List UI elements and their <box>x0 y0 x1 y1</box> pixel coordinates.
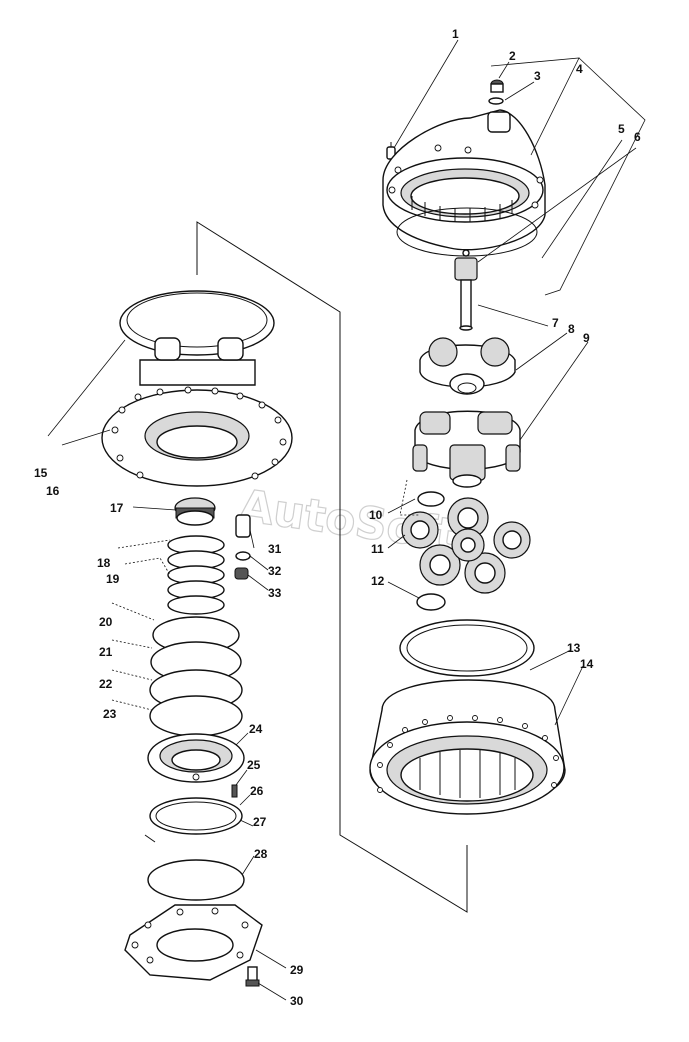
label-33: 33 <box>268 586 282 600</box>
label-24: 24 <box>249 722 263 736</box>
part-26-27-snap-ring <box>144 797 243 843</box>
label-1: 1 <box>452 27 459 41</box>
assembly-frame <box>196 221 468 913</box>
part-6-ball <box>462 249 470 257</box>
part-2-plug <box>490 79 504 93</box>
label-19: 19 <box>106 572 120 586</box>
part-31-pin <box>235 514 251 538</box>
part-30-bolt <box>245 966 260 987</box>
label-8: 8 <box>568 322 575 336</box>
label-11: 11 <box>371 542 384 556</box>
part-28-ring <box>147 859 245 901</box>
part-number-labels: 1 2 3 4 5 6 7 8 9 10 11 12 13 14 15 16 1… <box>34 27 641 1008</box>
label-29: 29 <box>290 963 304 977</box>
label-25: 25 <box>247 758 261 772</box>
part-18-19-spring-stack <box>167 535 225 615</box>
part-11-planet-gears <box>401 497 531 594</box>
label-27: 27 <box>253 815 267 829</box>
part-14-housing <box>369 679 566 815</box>
part-25-pin <box>231 784 238 798</box>
label-10: 10 <box>369 508 383 522</box>
label-4: 4 <box>576 62 583 76</box>
part-10-o-ring <box>417 491 445 507</box>
part-29-end-plate <box>124 904 263 981</box>
leader-lines <box>47 39 646 1001</box>
label-21: 21 <box>99 645 113 659</box>
label-14: 14 <box>580 657 594 671</box>
part-4-cover <box>382 109 546 251</box>
label-20: 20 <box>99 615 113 629</box>
label-22: 22 <box>99 677 113 691</box>
part-9-carrier-lower <box>412 410 521 488</box>
label-3: 3 <box>534 69 541 83</box>
label-7: 7 <box>552 316 559 330</box>
part-33-plug <box>234 567 249 580</box>
part-12-o-ring <box>416 593 446 611</box>
label-32: 32 <box>268 564 282 578</box>
label-9: 9 <box>583 331 590 345</box>
part-15-16-hub <box>101 290 293 487</box>
label-13: 13 <box>567 641 581 655</box>
part-32-o-ring <box>235 551 251 561</box>
label-2: 2 <box>509 49 516 63</box>
label-15: 15 <box>34 466 48 480</box>
label-12: 12 <box>371 574 385 588</box>
label-5: 5 <box>618 122 625 136</box>
label-18: 18 <box>97 556 111 570</box>
label-23: 23 <box>103 707 117 721</box>
part-23-ring <box>149 695 243 737</box>
part-13-ring <box>399 619 535 677</box>
part-8-carrier-upper <box>419 337 516 395</box>
label-30: 30 <box>290 994 304 1008</box>
label-31: 31 <box>268 542 282 556</box>
label-17: 17 <box>110 501 124 515</box>
part-24-piston <box>147 733 245 783</box>
label-26: 26 <box>250 784 264 798</box>
label-28: 28 <box>254 847 268 861</box>
part-17-sun-gear <box>174 497 216 526</box>
part-3-o-ring <box>488 97 504 105</box>
label-6: 6 <box>634 130 641 144</box>
label-16: 16 <box>46 484 60 498</box>
part-7-shaft <box>454 257 478 331</box>
